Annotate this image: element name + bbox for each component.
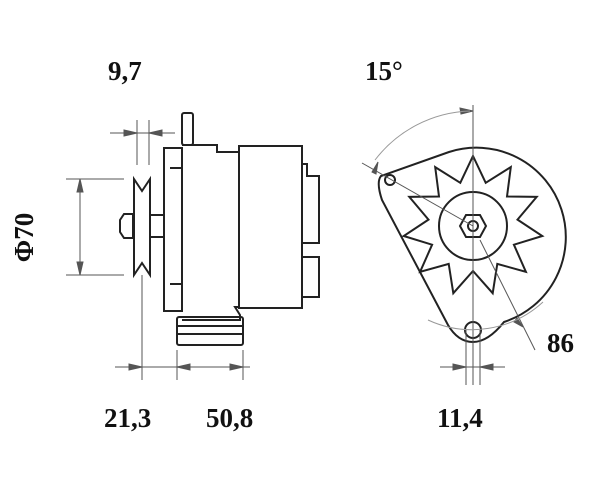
dim-angle: 15° [365,56,403,86]
shaft-nut [458,214,488,238]
shaft [149,214,165,238]
side-view [119,112,320,346]
pulley [133,175,151,279]
housing-outline [377,146,567,344]
flange-inner [170,167,183,285]
rear-housing [238,145,303,309]
front-view [377,146,567,344]
dim-radius: 86 [547,328,574,358]
dim-pulley-diameter: Φ70 [9,212,40,263]
mounting-lug-top [181,112,194,146]
front-dimensions [361,105,536,385]
main-housing [182,144,241,321]
nut [119,213,134,239]
front-flange [163,147,183,312]
connector-lower [301,256,320,298]
mounting-hole-top [384,174,396,186]
mounting-foot [176,316,244,346]
dim-top-offset: 9,7 [108,56,142,86]
connector-upper [302,163,320,244]
side-dimensions [66,120,250,380]
dim-pulley-offset: 21,3 [104,403,152,433]
dim-hole-spacing: 11,4 [437,403,483,433]
angle-arcs [374,110,544,331]
dim-mount-width: 50,8 [206,403,254,433]
